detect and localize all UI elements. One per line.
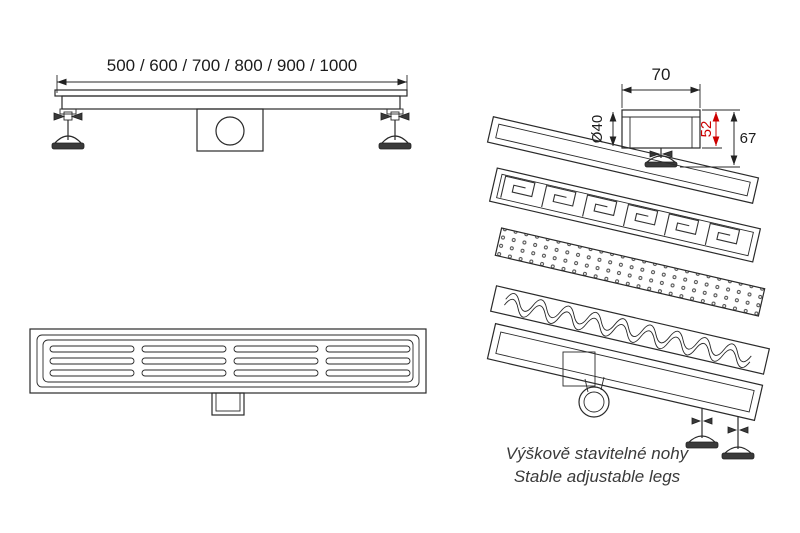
diameter-dimension: Ø40	[589, 112, 617, 146]
height-dimension-label: 67	[740, 130, 757, 147]
height-dimension: 67	[680, 112, 757, 168]
grate-outer-frame	[29, 328, 427, 394]
side-view: 500 / 600 / 700 / 800 / 900 / 1000	[51, 56, 412, 152]
wave-line	[505, 293, 752, 363]
depth-dimension-red: 52	[698, 109, 740, 149]
foot-base	[721, 452, 755, 460]
outlet-pipe-circle	[578, 386, 610, 418]
diameter-dimension-label: Ø40	[589, 115, 606, 143]
adjustable-leg-right	[378, 108, 412, 150]
adjustable-leg-left	[51, 108, 85, 150]
greek-key-grate-layer	[488, 167, 762, 263]
caption-english: Stable adjustable legs	[514, 467, 681, 486]
caption-czech: Výškově stavitelné nohy	[506, 444, 690, 463]
width-dimension-label: 70	[652, 65, 671, 84]
top-frame-layer	[486, 116, 760, 204]
perforated-plate-layer	[494, 227, 766, 317]
channel-end-section	[621, 109, 701, 149]
caption: Výškově stavitelné nohy Stable adjustabl…	[506, 444, 690, 486]
outlet-pipe-circle	[215, 116, 245, 146]
plan-view	[29, 328, 427, 416]
detail-view: 70 Ø40 52 67	[589, 65, 757, 168]
drain-trap-side	[196, 108, 264, 152]
length-dimension-label: 500 / 600 / 700 / 800 / 900 / 1000	[107, 56, 357, 75]
foot-base	[51, 142, 85, 150]
outlet-box-plan	[211, 392, 245, 416]
foot-base	[685, 441, 719, 449]
wave-insert-layer	[489, 285, 771, 375]
channel-body-side	[54, 89, 408, 110]
drain-outlet	[562, 351, 610, 418]
foot-base	[378, 142, 412, 150]
adjustable-foot-right	[721, 416, 755, 460]
grate-slots	[49, 345, 411, 377]
exploded-view	[486, 116, 771, 460]
channel-tray-layer	[486, 322, 764, 422]
depth-dimension-label: 52	[698, 121, 715, 138]
width-dimension-line	[621, 84, 701, 108]
adjustable-foot-left	[685, 408, 719, 449]
